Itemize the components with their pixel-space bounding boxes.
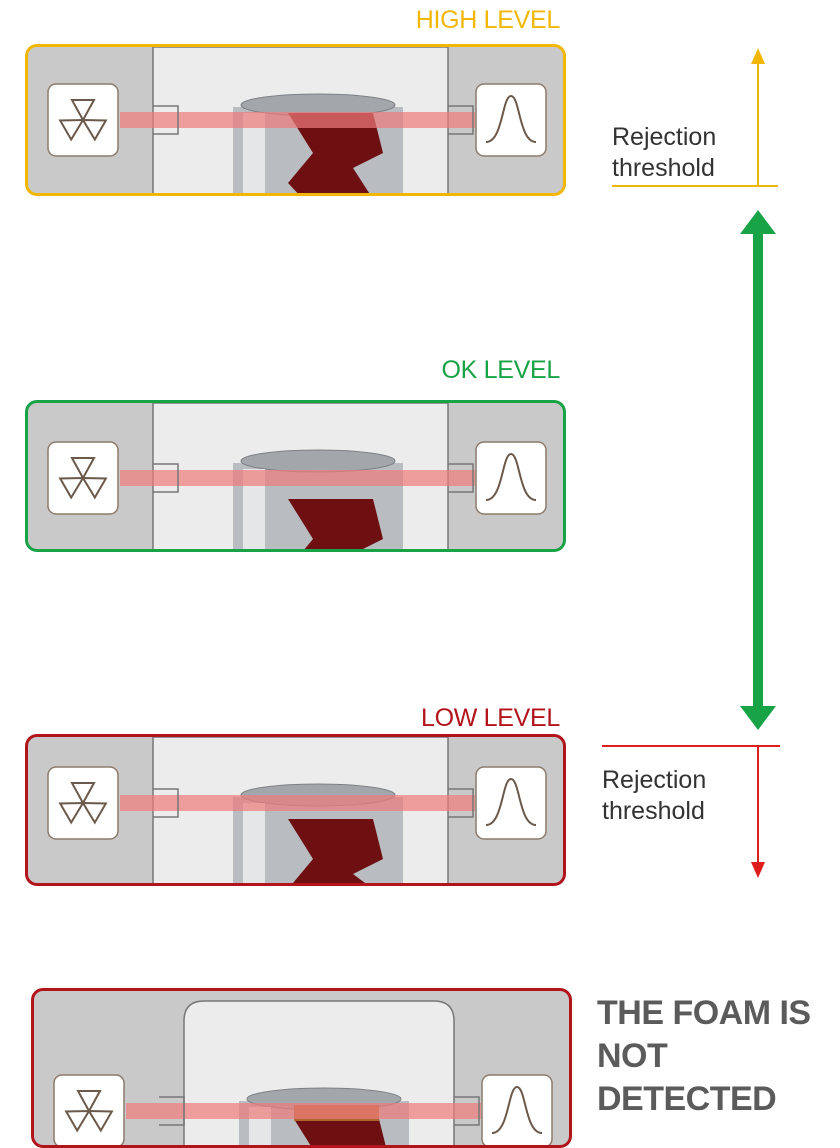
- right-notch: [448, 463, 474, 493]
- laser-beam: [126, 1103, 481, 1119]
- receiver-housing: [481, 1074, 553, 1145]
- low-level-label: LOW LEVEL: [420, 704, 560, 732]
- laser-beam: [120, 470, 475, 486]
- foam-message-line1: THE FOAM IS: [597, 994, 811, 1032]
- can-highlight: [243, 469, 265, 549]
- bell-curve-receiver-icon: [485, 777, 537, 826]
- radiation-emitter-icon: [58, 99, 108, 142]
- left-notch: [159, 1096, 185, 1126]
- bell-curve-receiver-icon: [491, 1085, 543, 1134]
- radiation-blade: [76, 1090, 102, 1114]
- radiation-emitter-icon: [58, 457, 108, 500]
- radiation-blade: [58, 476, 85, 500]
- lower-rejection-label: Rejection threshold: [602, 766, 707, 825]
- radiation-blade: [81, 476, 108, 500]
- radiation-blade: [58, 801, 85, 825]
- left-notch: [153, 105, 179, 135]
- laser-beam: [120, 112, 475, 128]
- high-level-panel: [25, 44, 566, 196]
- right-notch: [454, 1096, 480, 1126]
- left-notch: [153, 788, 179, 818]
- radiation-blade: [81, 118, 108, 142]
- right-notch: [448, 788, 474, 818]
- ok-range-arrow-bottom: [740, 706, 776, 730]
- low-level-scene: [47, 737, 547, 883]
- radiation-blade: [70, 99, 96, 123]
- ok-range-arrow-top: [740, 210, 776, 234]
- radiation-blade: [87, 1109, 114, 1133]
- ok-level-scene: [47, 403, 547, 549]
- foam-message-line2: NOT DETECTED: [597, 1037, 777, 1118]
- lower-arrow-head: [751, 862, 765, 878]
- ok-level-label: OK LEVEL: [441, 356, 561, 384]
- ok-level-panel: [25, 400, 566, 552]
- foam-not-detected-message: THE FOAM IS NOT DETECTED: [597, 992, 840, 1121]
- radiation-emitter-icon: [64, 1090, 114, 1133]
- bell-curve-receiver-icon: [485, 94, 537, 143]
- left-notch: [153, 463, 179, 493]
- right-notch: [448, 105, 474, 135]
- radiation-blade: [70, 457, 96, 481]
- bell-curve-receiver-icon: [485, 452, 537, 501]
- radiation-emitter-icon: [58, 782, 108, 825]
- upper-rejection-label: Rejection threshold: [612, 123, 717, 182]
- radiation-blade: [81, 801, 108, 825]
- radiation-blade: [64, 1109, 91, 1133]
- upper-arrow-head: [751, 48, 765, 64]
- radiation-blade: [58, 118, 85, 142]
- liquid: [288, 819, 383, 883]
- radiation-blade: [70, 782, 96, 806]
- foam-scene: [53, 1000, 553, 1145]
- foam-panel: [31, 988, 572, 1148]
- high-level-label: HIGH LEVEL: [415, 6, 561, 34]
- can-highlight: [243, 113, 265, 193]
- high-level-scene: [47, 47, 547, 193]
- liquid: [288, 113, 383, 193]
- can-highlight: [243, 803, 265, 883]
- low-level-panel: [25, 734, 566, 886]
- laser-beam: [120, 795, 475, 811]
- liquid: [288, 499, 383, 549]
